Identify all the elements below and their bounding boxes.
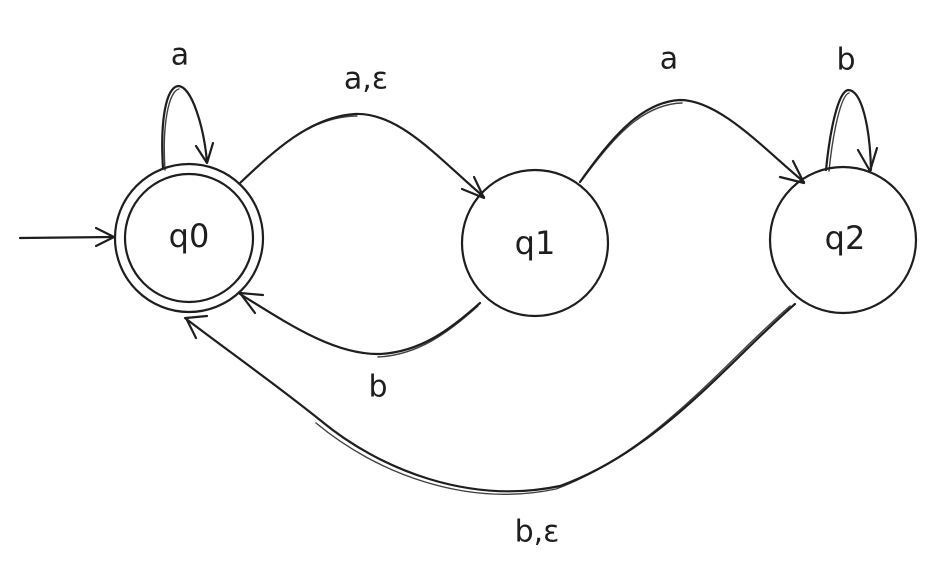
transition-q1-q2[interactable]: a bbox=[578, 42, 806, 185]
state-q1-label: q1 bbox=[515, 224, 556, 262]
state-q0-outer-circle bbox=[113, 162, 265, 314]
transition-q2-q0-label: b,ε bbox=[515, 515, 560, 550]
state-q0-label: q0 bbox=[169, 217, 210, 255]
transition-q2-q0[interactable]: b,ε bbox=[183, 302, 797, 550]
transition-q0-q0-label: a bbox=[171, 38, 189, 73]
transition-q0-q0[interactable]: a bbox=[161, 38, 215, 171]
state-q0[interactable]: q0 bbox=[113, 162, 265, 314]
transition-q1-q0-label: b bbox=[368, 370, 387, 405]
state-q0-inner-circle bbox=[123, 172, 255, 304]
state-q1-circle bbox=[460, 168, 610, 318]
initial-arrow bbox=[18, 226, 116, 248]
transition-q2-q2-label: b bbox=[836, 43, 855, 78]
transition-q0-q1-label: a,ε bbox=[344, 62, 388, 97]
state-q2-label: q2 bbox=[825, 219, 866, 257]
state-q2-circle bbox=[768, 165, 918, 315]
state-q1[interactable]: q1 bbox=[460, 168, 610, 318]
transition-q0-q1[interactable]: a,ε bbox=[238, 62, 486, 200]
transition-q1-q0[interactable]: b bbox=[238, 291, 482, 405]
transition-q2-q2[interactable]: b bbox=[824, 43, 879, 173]
transition-q1-q2-label: a bbox=[660, 42, 678, 77]
state-q2[interactable]: q2 bbox=[768, 165, 918, 315]
